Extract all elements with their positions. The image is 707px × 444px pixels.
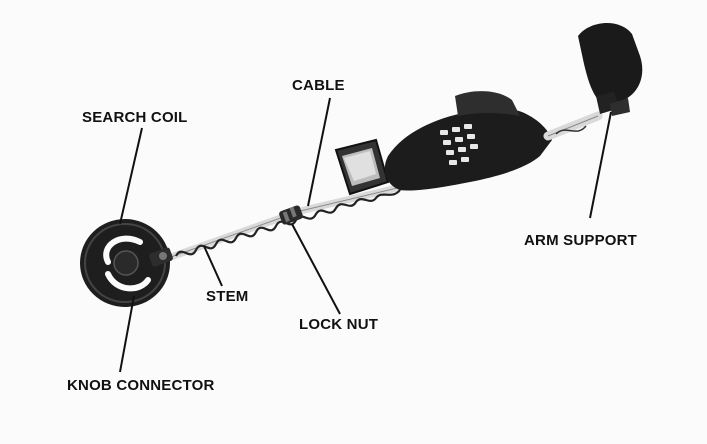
leader-search-coil <box>119 127 143 225</box>
arm-support <box>578 22 643 116</box>
display-box <box>334 138 390 196</box>
lock-nut <box>279 205 303 225</box>
leader-cable <box>307 97 331 207</box>
leader-stem <box>203 245 223 287</box>
label-arm-support: ARM SUPPORT <box>524 232 638 249</box>
control-housing <box>384 91 552 191</box>
label-stem: STEM <box>206 288 249 305</box>
keypad <box>440 124 478 165</box>
label-cable: CABLE <box>292 77 345 94</box>
label-search-coil: SEARCH COIL <box>82 109 188 126</box>
knob-connector <box>149 247 173 267</box>
label-lock-nut: LOCK NUT <box>299 316 379 333</box>
stem <box>164 210 296 262</box>
leader-lines <box>119 97 612 373</box>
leader-knob-connector <box>119 295 135 373</box>
rear-shaft <box>543 111 603 141</box>
upper-stem <box>292 181 414 216</box>
label-knob-connector: KNOB CONNECTOR <box>67 377 215 394</box>
leader-arm-support <box>589 111 612 219</box>
search-coil <box>80 219 170 307</box>
leader-lock-nut <box>291 223 341 315</box>
